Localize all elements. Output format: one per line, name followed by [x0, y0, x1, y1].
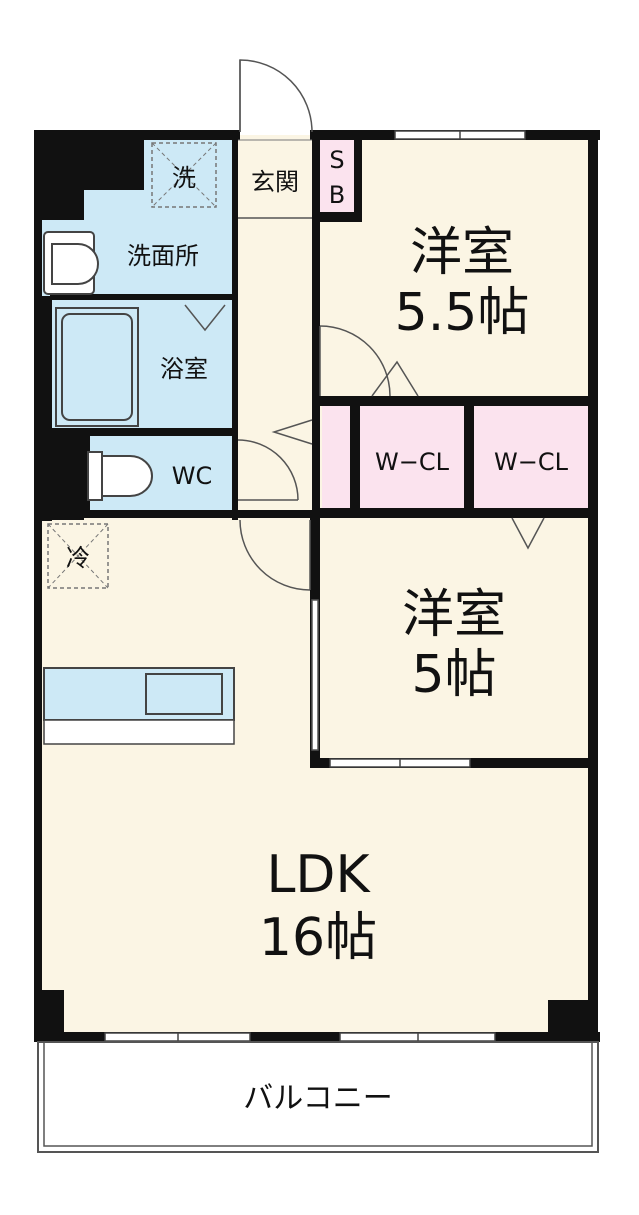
fridge-space — [47, 523, 109, 589]
sink-icon — [43, 231, 99, 295]
room2-name: 洋室 — [402, 585, 506, 645]
room2-size: 5帖 — [411, 645, 496, 705]
kitchen-counter — [43, 667, 235, 745]
bathroom-label: 浴室 — [160, 355, 208, 383]
washer-pan — [151, 142, 217, 208]
ldk-name: LDK — [266, 845, 371, 905]
balcony-label: バルコニー — [243, 1081, 392, 1116]
sliding-door — [311, 599, 319, 751]
toilet-icon — [87, 451, 153, 501]
room1-size: 5.5帖 — [395, 283, 530, 343]
washroom-label: 洗面所 — [127, 242, 199, 270]
wcl2-label: W−CL — [494, 448, 569, 476]
storage-b-label: B — [329, 181, 345, 209]
walk-in-closet-2-area — [474, 404, 588, 510]
storage-area — [320, 140, 354, 212]
closet-small-area — [322, 404, 350, 510]
bathtub-icon — [55, 307, 139, 427]
room1-name: 洋室 — [410, 223, 514, 283]
entrance-label: 玄関 — [251, 168, 299, 196]
toilet-label: WC — [172, 462, 213, 490]
window-mullions — [177, 131, 461, 1041]
fridge-label: 冷 — [66, 544, 90, 572]
washer-label: 洗 — [172, 164, 196, 192]
storage-s-label: S — [329, 146, 344, 174]
ldk-size: 16帖 — [259, 908, 377, 968]
door-markers — [184, 304, 545, 550]
door-swings — [237, 59, 391, 591]
balcony — [37, 1041, 599, 1153]
walk-in-closet-1-area — [360, 404, 464, 510]
wcl1-label: W−CL — [375, 448, 450, 476]
